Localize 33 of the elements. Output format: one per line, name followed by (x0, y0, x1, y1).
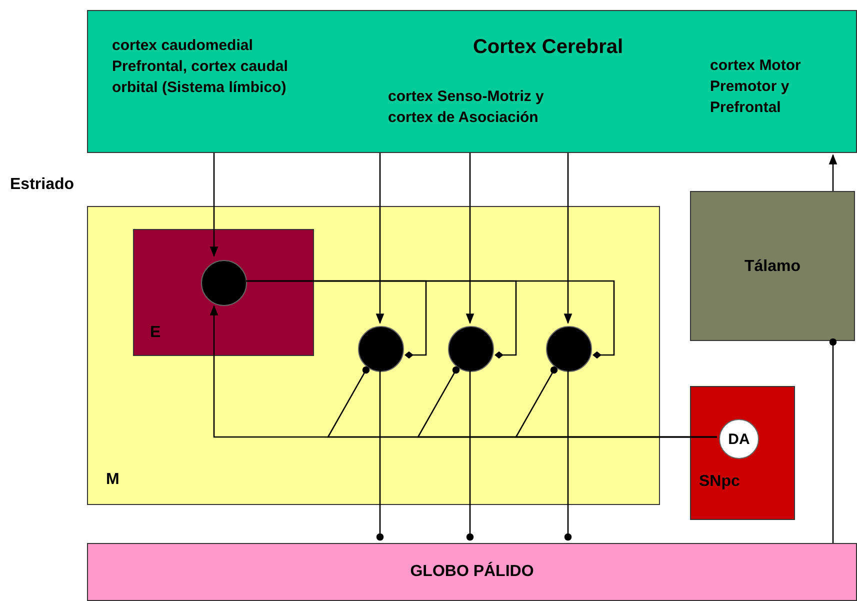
neuron-circle (719, 419, 759, 459)
neuron-circle (201, 260, 247, 306)
arrow (466, 153, 474, 324)
connector-line (564, 371, 572, 541)
arrow (564, 153, 572, 324)
region-label: Tálamo (743, 257, 802, 277)
arrow (376, 153, 384, 324)
region-title: Cortex Cerebral (472, 37, 624, 58)
region-label: M (106, 470, 120, 490)
connector-line (829, 338, 837, 543)
neuron-circle (358, 326, 404, 372)
region-label: Estriado (10, 175, 74, 195)
neuron-circle (448, 326, 494, 372)
connector-line (376, 371, 384, 541)
region-label: cortex Motor Premotor y Prefrontal (710, 56, 802, 118)
region-label: cortex caudomedial Prefrontal, cortex caudal orbital (Sistema límbico) (112, 36, 289, 98)
connector-line (246, 280, 615, 359)
region-box (690, 386, 795, 520)
striatum-area (87, 206, 660, 505)
region-band (87, 543, 857, 601)
region-box (133, 229, 314, 356)
thalamus-box (690, 191, 855, 341)
arrow (828, 154, 838, 191)
neuron-circle (546, 326, 592, 372)
region-label: DA (727, 430, 751, 450)
connector-line (466, 371, 474, 541)
connector-line (514, 366, 717, 438)
region-label: GLOBO PÁLIDO (409, 561, 535, 582)
region-label: cortex Senso-Motriz y cortex de Asociación (388, 87, 545, 128)
region-label: SNpc (699, 472, 740, 492)
region-label: E (150, 323, 161, 343)
cortex-region-box (87, 10, 857, 153)
arrow (210, 153, 218, 258)
